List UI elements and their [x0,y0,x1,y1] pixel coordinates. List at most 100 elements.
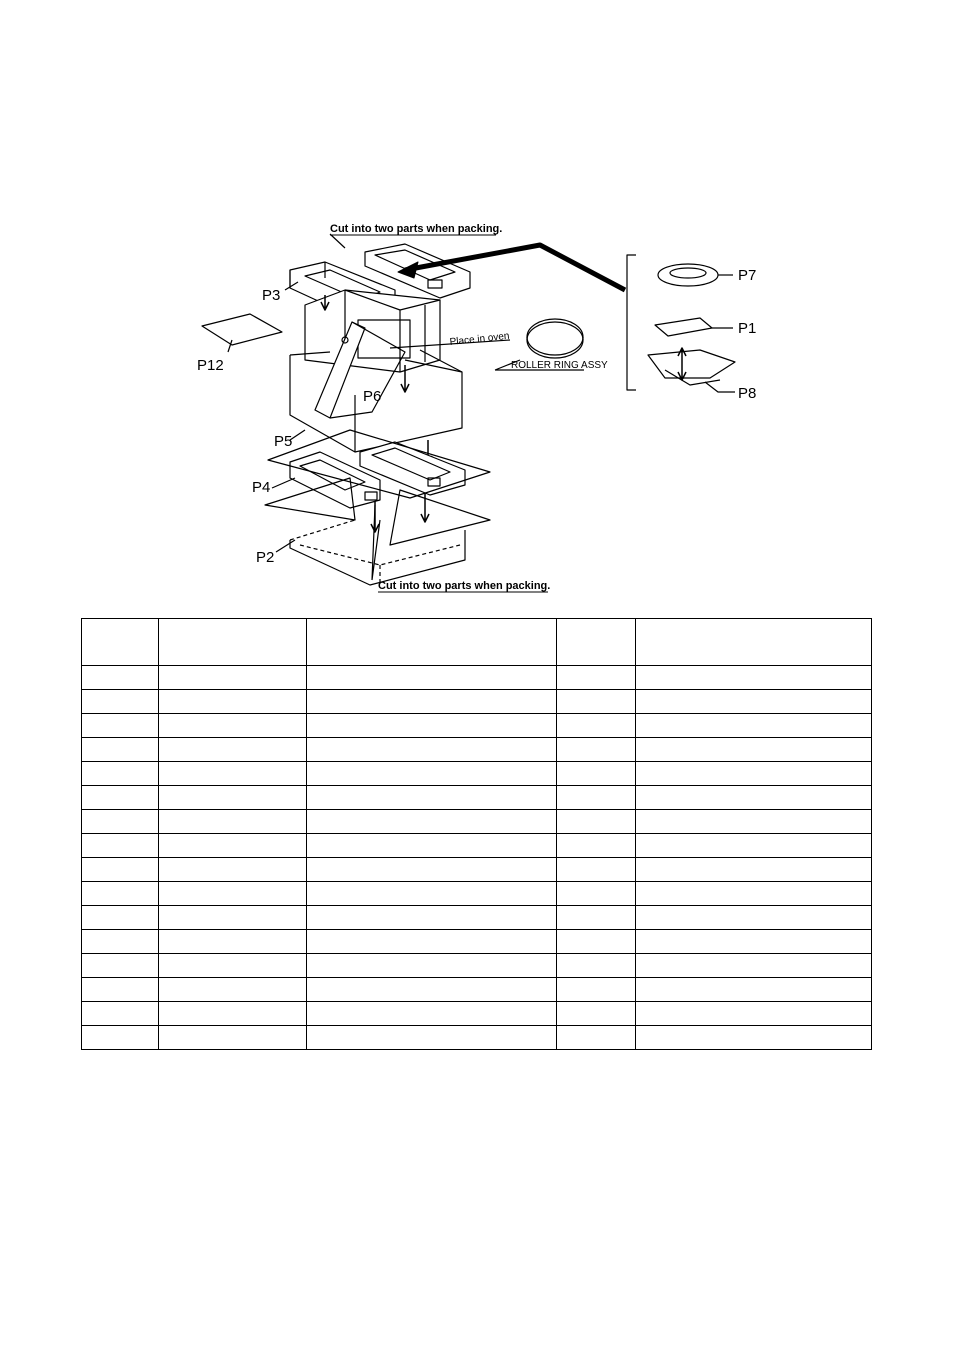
table-cell [81,713,159,738]
table-cell [81,809,159,834]
table-row [81,713,872,738]
packing-exploded-diagram: Cut into two parts when packing. Cut int… [197,223,756,593]
table-cell [556,929,636,954]
table-cell [306,1025,557,1050]
table-cell [306,857,557,882]
table-cell [81,833,159,858]
table-cell [158,881,307,906]
p8-tray [647,349,736,393]
table-cell [556,905,636,930]
table-cell [556,881,636,906]
table-cell [556,785,636,810]
label-p4: P4 [252,479,270,496]
table-cell [635,953,872,978]
p4-pad-right [359,441,466,496]
table-cell [306,833,557,858]
table-cell [556,689,636,714]
accessory-arrow [397,242,627,293]
table-cell [556,737,636,762]
table-cell [158,689,307,714]
table-cell [158,761,307,786]
table-row [81,665,872,690]
table-cell [556,833,636,858]
table-cell [158,713,307,738]
table-row [81,833,872,858]
table-row [81,905,872,930]
table-cell [81,1001,159,1026]
table-header-row [81,618,872,666]
p5-sleeve [289,349,463,453]
table-cell [306,809,557,834]
place-in-oven-label: Place in oven [449,331,510,348]
table-cell [306,737,557,762]
table-cell [635,665,872,690]
table-cell [81,665,159,690]
table-row [81,1025,872,1050]
table-cell [81,953,159,978]
table-cell [556,618,636,666]
label-p2: P2 [256,549,274,566]
table-cell [158,737,307,762]
table-cell [306,905,557,930]
table-cell [556,713,636,738]
note-cut-top: Cut into two parts when packing. [330,223,502,235]
table-cell [556,761,636,786]
label-p12: P12 [197,357,224,374]
p7-turntable [657,263,733,287]
table-cell [81,905,159,930]
table-cell [81,689,159,714]
table-cell [556,1001,636,1026]
p4-pad-left [289,451,381,509]
table-cell [81,761,159,786]
table-cell [306,618,557,666]
table-cell [158,785,307,810]
table-row [81,737,872,762]
table-cell [556,857,636,882]
table-row [81,977,872,1002]
table-cell [635,618,872,666]
table-cell [635,689,872,714]
table-cell [635,1025,872,1050]
p2-carton [264,429,491,586]
table-cell [556,665,636,690]
table-cell [81,857,159,882]
table-cell [306,713,557,738]
p1-plate [654,317,733,337]
accessory-bracket [626,254,636,391]
table-cell [81,929,159,954]
table-cell [158,618,307,666]
table-cell [635,785,872,810]
table-cell [158,905,307,930]
label-p6: P6 [363,388,381,405]
note-cut-bottom: Cut into two parts when packing. [378,580,550,592]
table-cell [635,857,872,882]
table-cell [635,761,872,786]
table-cell [635,1001,872,1026]
table-cell [635,881,872,906]
table-cell [306,881,557,906]
table-cell [556,1025,636,1050]
label-p3: P3 [262,287,280,304]
label-p5: P5 [274,433,292,450]
table-row [81,1001,872,1026]
table-cell [158,929,307,954]
table-cell [556,809,636,834]
table-cell [158,953,307,978]
table-cell [81,1025,159,1050]
roller-ring [526,318,584,359]
table-cell [158,977,307,1002]
table-cell [306,665,557,690]
table-cell [635,929,872,954]
label-p8: P8 [738,385,756,402]
table-cell [81,881,159,906]
table-cell [635,713,872,738]
table-cell [635,977,872,1002]
table-cell [158,833,307,858]
table-cell [158,1001,307,1026]
table-cell [306,953,557,978]
table-cell [158,1025,307,1050]
table-cell [158,809,307,834]
table-cell [635,737,872,762]
table-cell [306,1001,557,1026]
table-row [81,929,872,954]
